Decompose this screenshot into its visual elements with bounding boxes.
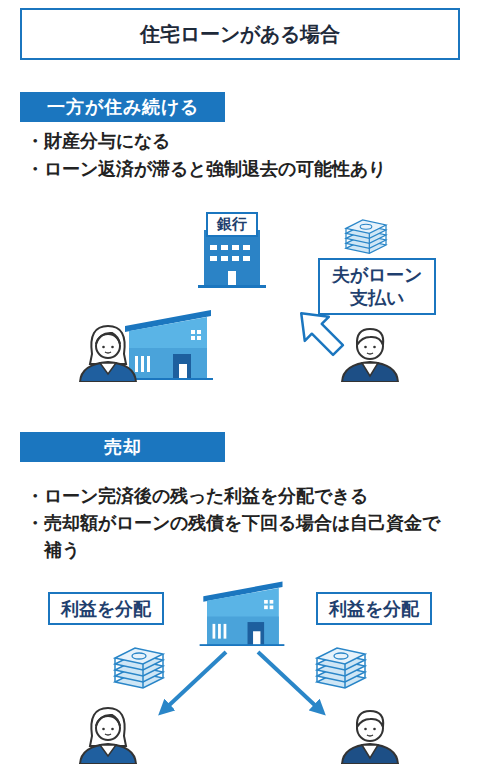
node-text: 銀行 [217,215,247,234]
bullet-note: ・ローン完済後の残った利益を分配できる [26,482,470,509]
bank-building [198,230,266,288]
wife [80,326,136,382]
node-text: 利益を分配 [61,597,151,620]
money-stack [346,220,386,253]
bullet-note: ・ローン返済が滞ると強制退去の可能性あり [26,155,470,182]
bullet-note: ・売却額がローンの残債を下回る場合は自己資金で補う [26,509,453,563]
callout-box: 夫がローン 支払い [318,258,436,315]
split-arrow [164,652,226,710]
section-band: 一方が住み続ける [20,92,225,122]
node-text: 利益を分配 [329,597,419,620]
title-text: 住宅ローンがある場合 [140,21,340,48]
bullet-note: ・財産分与になる [26,127,470,154]
husband [342,711,398,764]
money-stack [317,648,365,688]
node-text: 夫がローン 支払い [330,263,424,310]
bank-sign: 銀行 [206,212,258,237]
house [121,310,213,380]
section-band: 売却 [20,432,225,462]
husband [342,329,398,382]
wife [80,708,136,764]
node-text: 売却 [104,435,142,459]
share-box: 利益を分配 [48,592,164,625]
title-box: 住宅ローンがある場合 [20,8,460,60]
node-text: 一方が住み続ける [47,95,199,119]
share-box: 利益を分配 [316,592,432,625]
house [200,582,285,646]
money-stack [115,648,163,688]
split-arrow [258,652,320,710]
